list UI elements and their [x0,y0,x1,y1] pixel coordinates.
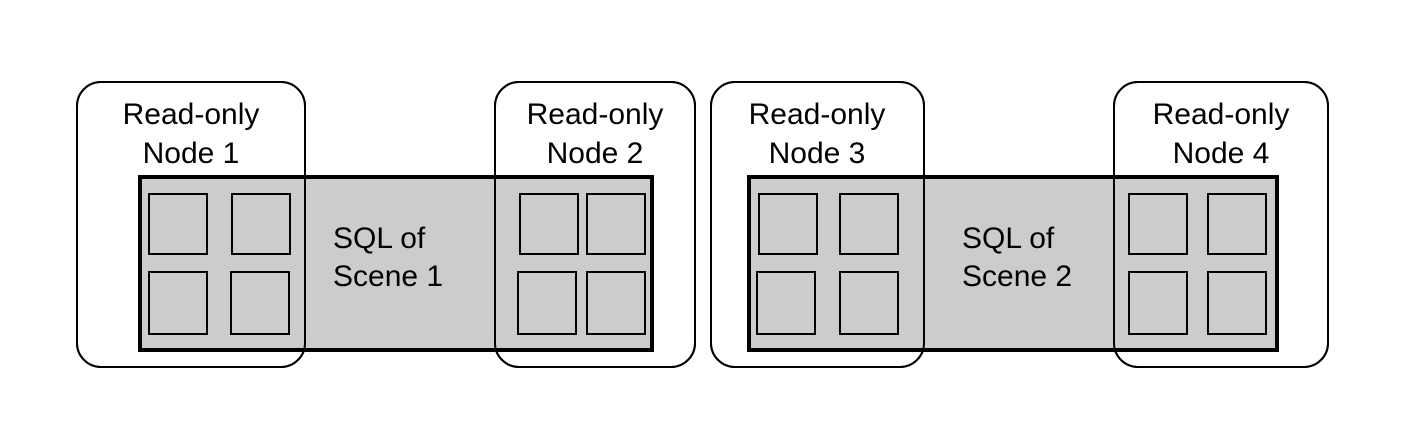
node-4-square [1207,193,1267,255]
node-1-square [230,271,290,335]
node-1-label-line2: Node 1 [143,137,240,170]
node-2-square [519,193,579,255]
node-1-square [231,193,291,255]
node-1-square [148,193,208,255]
sql-scene-1-label-line2: Scene 1 [333,260,443,293]
node-1-square [148,271,208,335]
node-4-square [1128,271,1188,335]
node-2-label-line2: Node 2 [547,137,644,170]
node-1-outline-overlay [76,81,306,368]
node-2-label-line1: Read-only [527,98,664,131]
sql-scene-2-label-line2: Scene 2 [962,260,1072,293]
node-4-outline-overlay [1113,81,1329,368]
scene-1: Read-only Node 1 Read-only Node 2 SQL of… [76,81,696,368]
node-4-square [1207,271,1267,335]
sql-scene-2-label-line1: SQL of [962,222,1055,255]
node-3-square [756,271,816,335]
node-3-square [839,193,899,255]
node-4-label-line1: Read-only [1153,98,1290,131]
node-2-square [586,271,646,335]
node-1-label-line1: Read-only [123,98,260,131]
node-3-outline-overlay [710,81,925,368]
node-4-square [1128,193,1188,255]
sql-scene-1-label-line1: SQL of [333,222,426,255]
node-3-label-line1: Read-only [749,98,886,131]
node-2-square [586,193,646,255]
node-3-square [758,193,818,255]
sql-scene-2-box [747,175,1279,352]
node-2-square [517,271,577,335]
node-2-outline-overlay [494,81,696,368]
node-3-label-line2: Node 3 [769,137,866,170]
scene-2: Read-only Node 3 Read-only Node 4 SQL of… [710,81,1329,368]
node-4-label-line2: Node 4 [1173,137,1270,170]
node-3-square [839,271,899,335]
